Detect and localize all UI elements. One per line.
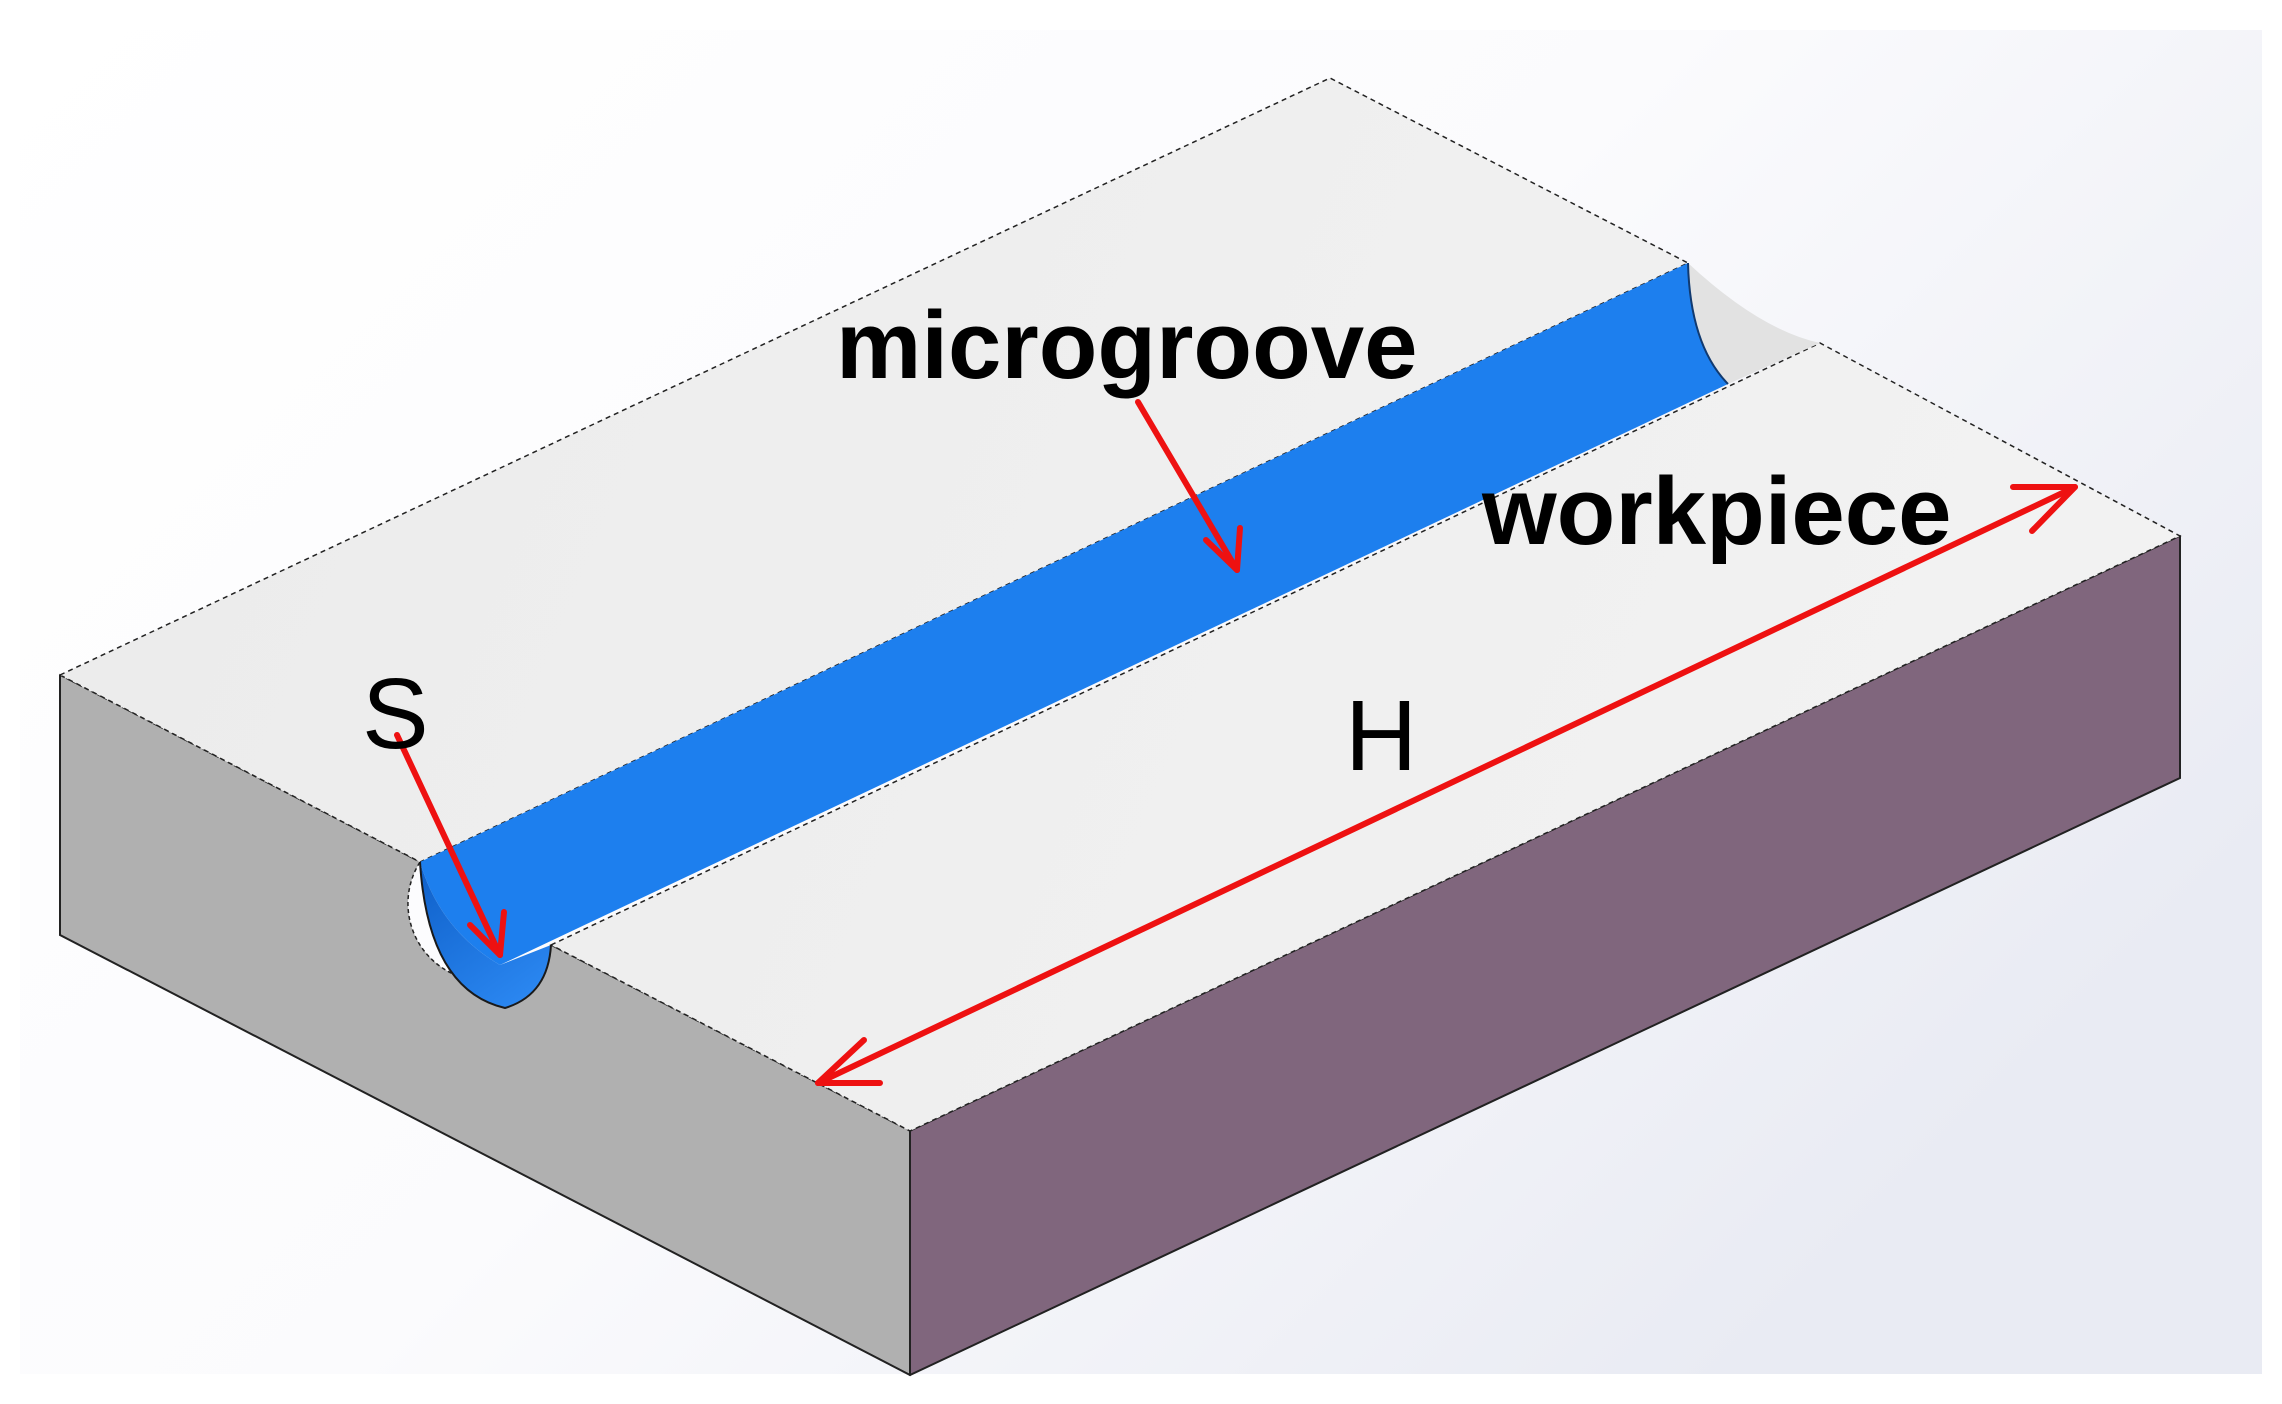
annotation-arrows	[394, 399, 2078, 1086]
microgroove-arrow-head	[1203, 525, 1243, 573]
groove-cross-section-outline	[419, 861, 552, 1010]
groove-cross-section	[420, 862, 551, 1008]
s-label: S	[362, 658, 429, 770]
h-arrow-head-start	[815, 1037, 883, 1086]
microgroove-label: microgroove	[836, 292, 1417, 399]
s-arrow-shaft	[394, 732, 503, 958]
top-face-left	[58, 77, 1690, 863]
groove-far-edge	[1687, 262, 1729, 385]
groove-far-end	[1688, 263, 1820, 384]
front-face	[59, 673, 911, 1377]
s-arrow-head	[467, 909, 507, 958]
groove-surface	[420, 263, 1728, 965]
h-label: H	[1345, 680, 1417, 792]
h-arrow-head-end	[2010, 484, 2078, 534]
workpiece-label: workpiece	[1481, 458, 1952, 565]
h-dimension-line	[815, 484, 2078, 1086]
microgroove-arrow-shaft	[1135, 399, 1240, 573]
